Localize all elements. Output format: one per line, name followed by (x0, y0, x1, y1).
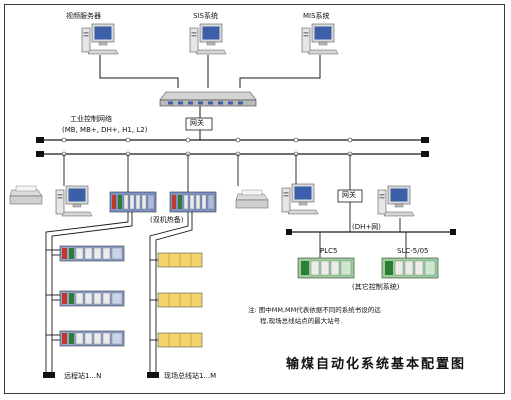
industrial-bus-lines (36, 137, 429, 157)
bus-drop-lines (63, 154, 351, 192)
fieldbus-station-1 (157, 252, 203, 268)
label-remote-stations: 远程站1...N (64, 372, 102, 380)
diagram-border (4, 4, 505, 394)
remote-terminators (43, 372, 55, 378)
label-industrial-network: 工业控制网络 (70, 115, 112, 123)
fieldbus-station-2 (157, 292, 203, 308)
label-plc5: PLC5 (320, 247, 338, 255)
mis-computer-icon (301, 23, 339, 55)
label-gateway-dh: 网关 (342, 191, 356, 199)
bus-tap-markers (61, 137, 353, 157)
label-dh-net: (DH+网) (352, 223, 381, 231)
far-right-station-icon (377, 185, 415, 217)
label-redundancy: (双机热备) (150, 216, 184, 224)
fieldbus-station-3 (157, 332, 203, 348)
plc5-module (297, 257, 355, 279)
top-connection-lines (99, 55, 321, 88)
network-switch-icon (159, 91, 257, 107)
remote-branch-lines (45, 212, 133, 375)
slc-module (381, 257, 439, 279)
left-printer-icon (9, 185, 43, 205)
diagram-note: 注: 图中MM,MM代表依据不同的系统书设的远 程,现场总线站点的最大站号. (248, 305, 448, 327)
label-video-server: 视频服务器 (66, 12, 101, 20)
fieldbus-branch-lines (149, 212, 193, 375)
remote-station-2 (59, 290, 125, 307)
gateway-top (185, 117, 213, 131)
label-network-protocols: (MB, MB+, DH+, H1, L2) (62, 126, 148, 134)
left-operator-station-icon (55, 185, 93, 217)
note-line-2: 程,现场总线站点的最大站号. (260, 317, 343, 325)
dh-plus-network (286, 218, 456, 258)
remote-station-3 (59, 330, 125, 347)
label-mis: MIS系统 (303, 12, 330, 20)
video-server-computer-icon (81, 23, 119, 55)
fieldbus-terminators (147, 372, 159, 378)
right-printer-icon (235, 189, 269, 209)
backup-controller-rack (169, 191, 217, 213)
note-line-1: 注: 图中MM,MM代表依据不同的系统书设的远 (248, 306, 381, 314)
label-other-systems: (其它控制系统) (352, 283, 400, 291)
label-slc: SLC-5/05 (397, 247, 429, 255)
label-fieldbus-stations: 现场总线站1...M (164, 372, 217, 380)
sis-computer-icon (189, 23, 227, 55)
diagram-title: 输煤自动化系统基本配置图 (286, 357, 467, 372)
primary-controller-rack (109, 191, 157, 213)
label-gateway-top: 网关 (190, 119, 204, 127)
right-operator-station-icon (281, 183, 319, 215)
remote-station-1 (59, 245, 125, 262)
label-sis: SIS系统 (193, 12, 218, 20)
